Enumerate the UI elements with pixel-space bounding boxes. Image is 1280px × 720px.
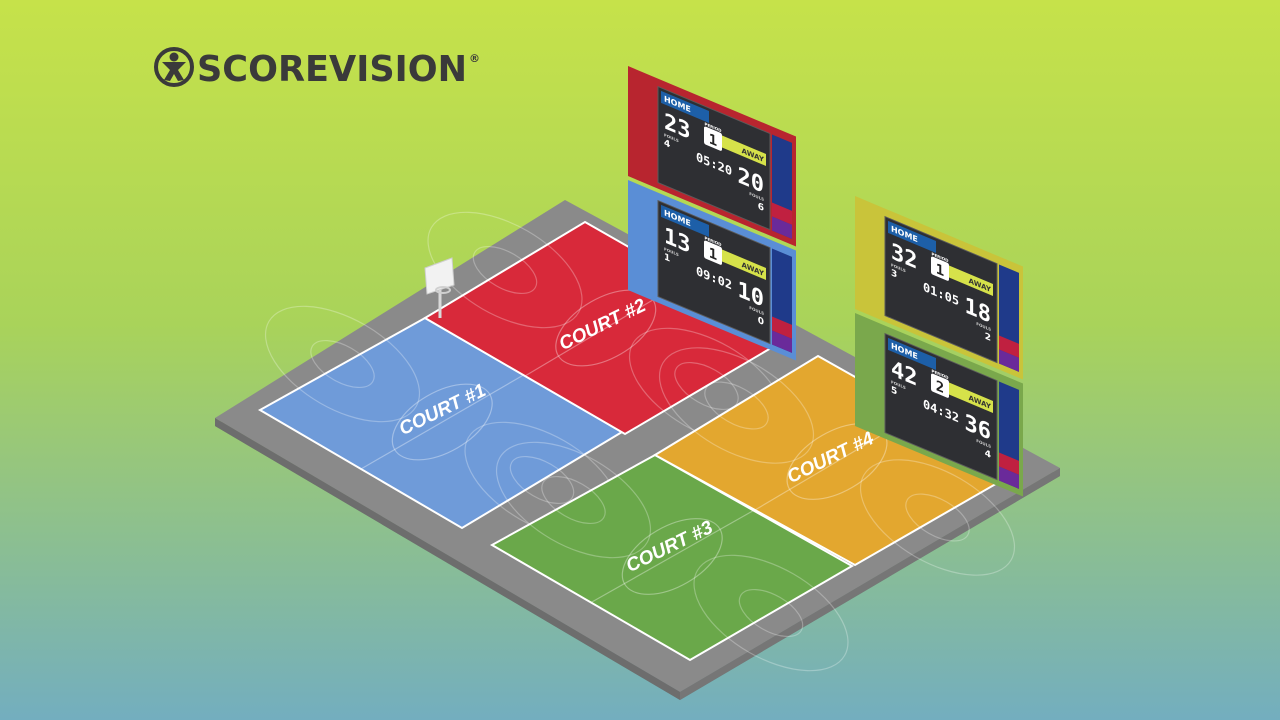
home-fouls-label: FOULS <box>664 246 679 257</box>
logo-person-icon <box>154 47 194 87</box>
scorevision-logo: SCOREVISION ® <box>154 47 480 90</box>
scoreboard-wall-1: HOMEAWAY23201PERIOD05:20FOULS4FOULS6HOME… <box>628 66 796 361</box>
period-number: 2 <box>936 377 944 397</box>
away-fouls: 4 <box>985 448 992 461</box>
period-number: 1 <box>936 260 945 280</box>
scoreboard-wall-2: HOMEAWAY32181PERIOD01:05FOULS3FOULS2HOME… <box>855 196 1023 497</box>
away-fouls-label: FOULS <box>976 438 991 449</box>
home-fouls: 5 <box>891 384 897 397</box>
away-fouls: 0 <box>758 315 765 328</box>
home-fouls-label: FOULS <box>891 262 906 273</box>
logo-wordmark: SCOREVISION <box>197 49 467 90</box>
away-fouls-label: FOULS <box>749 305 764 316</box>
court-3[interactable]: COURT #3 <box>477 419 867 695</box>
away-fouls-label: FOULS <box>976 321 991 332</box>
home-fouls-label: FOULS <box>891 379 906 390</box>
away-fouls: 6 <box>758 201 765 214</box>
home-fouls: 1 <box>664 251 670 264</box>
home-fouls: 4 <box>664 137 671 150</box>
scoreboard-walls: HOMEAWAY23201PERIOD05:20FOULS4FOULS6HOME… <box>628 66 1023 497</box>
period-number: 1 <box>709 244 718 264</box>
court-2[interactable]: COURT #2 <box>409 189 803 468</box>
court-4[interactable]: COURT #4 <box>640 324 1033 599</box>
period-number: 1 <box>709 130 718 150</box>
away-fouls-label: FOULS <box>749 191 764 202</box>
away-fouls: 2 <box>985 331 991 344</box>
registered-mark: ® <box>469 52 480 65</box>
home-fouls: 3 <box>891 267 897 280</box>
home-fouls-label: FOULS <box>664 132 679 143</box>
backboard-court-1 <box>424 257 455 318</box>
